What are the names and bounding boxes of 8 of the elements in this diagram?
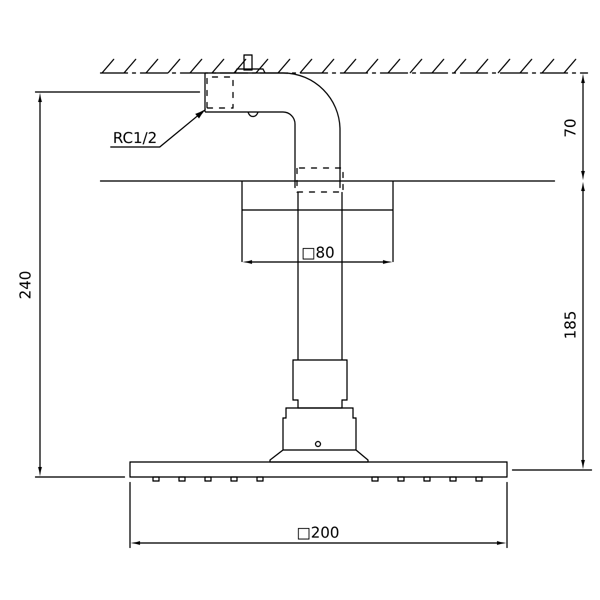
dimension-label: 185	[564, 312, 576, 338]
dimension-label: □80	[302, 246, 334, 260]
dimension-label: 70	[564, 119, 576, 136]
dimension-label: 240	[19, 272, 31, 298]
leader-line	[110, 110, 204, 148]
threaded-inlet	[206, 76, 234, 109]
dimension-label: □200	[298, 526, 338, 540]
thread-label: RC1/2	[114, 132, 156, 144]
